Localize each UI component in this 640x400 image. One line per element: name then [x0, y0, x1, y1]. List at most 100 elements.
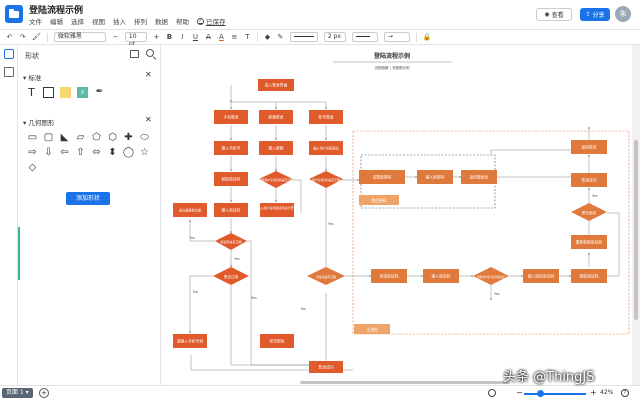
decision-node[interactable] — [571, 203, 607, 221]
standard-section-title[interactable]: ▾ 标准 — [23, 74, 42, 82]
pages-panel-icon[interactable] — [4, 67, 14, 77]
process-node[interactable] — [260, 203, 294, 217]
menu-arrange[interactable]: 排列 — [134, 18, 147, 26]
geometry-shape[interactable]: ☆ — [140, 147, 149, 158]
process-node[interactable] — [214, 110, 248, 124]
process-node[interactable] — [417, 170, 453, 184]
process-node[interactable] — [214, 203, 248, 217]
decision-node[interactable] — [213, 267, 249, 285]
text-color-button[interactable]: A — [218, 33, 224, 41]
process-node[interactable] — [259, 141, 293, 155]
process-node[interactable] — [309, 110, 343, 124]
shapes-panel-icon[interactable] — [4, 49, 14, 59]
process-node[interactable] — [571, 235, 607, 249]
process-node[interactable] — [571, 173, 607, 187]
saved-status[interactable]: ✓ 已保存 — [197, 16, 226, 26]
zoom-in-button[interactable]: + — [590, 388, 597, 397]
arrow-style-select[interactable]: → — [383, 32, 410, 42]
font-family-select[interactable]: 微软雅黑 — [53, 32, 106, 42]
rectangle-shape[interactable] — [43, 87, 54, 98]
format-painter-icon[interactable]: 🖌 — [32, 33, 41, 41]
geometry-shape[interactable]: ◯ — [122, 147, 135, 158]
process-node[interactable] — [523, 269, 559, 283]
horizontal-scroll-thumb[interactable] — [300, 381, 510, 384]
image-icon[interactable] — [130, 50, 139, 58]
decision-node[interactable] — [259, 171, 293, 188]
lock-icon[interactable]: 🔒 — [422, 33, 432, 41]
app-logo-folder-icon[interactable] — [5, 5, 23, 23]
search-icon[interactable] — [146, 49, 154, 57]
vertical-scroll-thumb[interactable] — [634, 140, 638, 320]
geometry-shape[interactable]: ⬡ — [108, 132, 117, 143]
process-node[interactable] — [571, 140, 607, 154]
line-type-select[interactable] — [351, 32, 378, 42]
fit-page-icon[interactable] — [488, 389, 496, 397]
add-shapes-button[interactable]: 添加形状 — [66, 192, 110, 205]
geometry-shape[interactable]: ▭ — [27, 132, 38, 143]
font-size-increase-button[interactable]: + — [153, 33, 160, 41]
line-width-select[interactable]: 2 px — [323, 32, 346, 42]
group-main-flow[interactable] — [352, 130, 630, 335]
panel-resize-handle[interactable] — [18, 227, 20, 280]
geometry-shape[interactable]: ▱ — [76, 132, 85, 143]
text-options-icon[interactable]: T — [245, 33, 250, 41]
note-shape[interactable] — [60, 87, 71, 98]
redo-icon[interactable]: ↷ — [19, 33, 26, 41]
bold-button[interactable]: B — [166, 33, 173, 41]
menu-select[interactable]: 选择 — [71, 18, 84, 26]
geometry-shape[interactable]: ⬭ — [140, 132, 149, 143]
zoom-slider-handle[interactable] — [537, 390, 544, 397]
decision-node[interactable] — [215, 233, 247, 250]
font-size-select[interactable]: 10 pt — [124, 32, 147, 48]
geometry-shape[interactable]: ⇩ — [44, 147, 53, 158]
zoom-out-button[interactable]: − — [516, 388, 523, 397]
geometry-shape[interactable]: ⬍ — [108, 147, 117, 158]
font-size-decrease-button[interactable]: − — [112, 33, 119, 41]
geometry-shape[interactable]: ▢ — [43, 132, 54, 143]
text-shape[interactable]: T — [28, 86, 35, 99]
align-icon[interactable]: ≡ — [231, 33, 238, 41]
document-title[interactable]: 登陆流程示例 — [29, 6, 84, 16]
page-tab[interactable]: 页面 1 ▾ — [2, 388, 33, 398]
diagram-canvas[interactable]: 登陆流程示例 流程图解 | 流程图示例 找回密码 主流程 — [161, 45, 632, 385]
geometry-shape[interactable]: ◣ — [60, 132, 69, 143]
process-node[interactable] — [258, 79, 294, 91]
geometry-shape[interactable]: ⬠ — [92, 132, 101, 143]
process-node[interactable] — [260, 334, 294, 348]
pen-icon[interactable]: ✒ — [95, 87, 104, 97]
process-node[interactable] — [309, 361, 343, 373]
process-node[interactable] — [173, 334, 207, 348]
geometry-shape[interactable]: ✚ — [124, 132, 133, 143]
geometry-shape[interactable]: ⇧ — [76, 147, 85, 158]
close-icon[interactable]: ✕ — [145, 115, 152, 124]
geometry-shape[interactable]: ⇨ — [28, 147, 37, 158]
menu-file[interactable]: 文件 — [29, 18, 42, 26]
user-avatar[interactable]: 朱 — [615, 6, 631, 22]
process-node[interactable] — [173, 203, 207, 217]
menu-view[interactable]: 视图 — [92, 18, 105, 26]
line-style-select[interactable] — [289, 32, 318, 42]
decision-node[interactable] — [473, 267, 509, 285]
zoom-slider[interactable] — [524, 393, 586, 395]
view-button[interactable]: ◉ 查看 — [536, 8, 572, 21]
process-node[interactable] — [461, 170, 497, 184]
vertical-scrollbar[interactable] — [632, 45, 640, 385]
geometry-section-title[interactable]: ▾ 几何图形 — [23, 119, 55, 127]
menu-insert[interactable]: 插入 — [113, 18, 126, 26]
geometry-shape[interactable]: ⬄ — [92, 147, 101, 158]
line-color-icon[interactable]: ✎ — [277, 33, 284, 41]
strikethrough-button[interactable]: A — [205, 33, 211, 41]
process-node[interactable] — [371, 269, 407, 283]
decision-node[interactable] — [309, 171, 343, 188]
italic-button[interactable]: I — [181, 33, 184, 41]
process-node[interactable] — [359, 170, 405, 184]
fill-color-icon[interactable]: ◆ — [264, 33, 271, 41]
underline-button[interactable]: U — [192, 33, 198, 41]
process-node[interactable] — [259, 110, 293, 124]
share-button[interactable]: ⇪ 分享 — [580, 8, 610, 21]
zoom-level-select[interactable]: 42% — [600, 389, 614, 396]
process-node[interactable] — [214, 141, 248, 155]
decision-node[interactable] — [307, 267, 345, 285]
process-node[interactable] — [423, 269, 459, 283]
process-node[interactable] — [309, 141, 343, 155]
